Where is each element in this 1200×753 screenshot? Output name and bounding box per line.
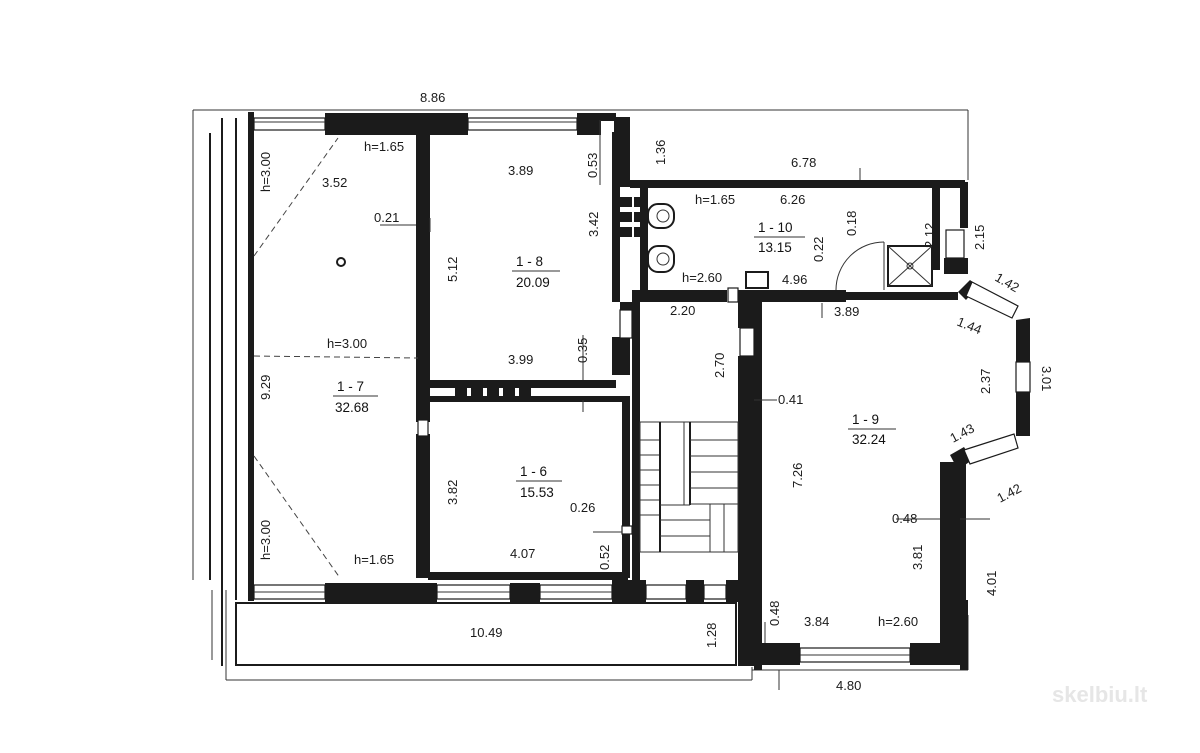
dimension-labels: 8.86 6.78 1.36 6.26 2.12 4.96 0.18 0.22 … bbox=[258, 90, 1054, 693]
dim-bay-mid: 2.37 bbox=[978, 369, 993, 394]
dim-r6-h: 3.82 bbox=[445, 480, 460, 505]
dim-bay-top: 1.42 bbox=[993, 270, 1022, 296]
dim-bath-off: 0.18 bbox=[844, 211, 859, 236]
dim-bay-diag2: 1.43 bbox=[947, 421, 976, 446]
dim-bay-bot: 1.42 bbox=[994, 481, 1023, 506]
dim-r6-gap2: 0.52 bbox=[597, 545, 612, 570]
dim-r8-top: 3.89 bbox=[508, 163, 533, 178]
dim-bath-in: 4.96 bbox=[782, 272, 807, 287]
height-r7-bot: h=1.65 bbox=[354, 552, 394, 567]
window-wall-1-7 bbox=[417, 419, 429, 437]
dim-r9-h: 7.26 bbox=[790, 463, 805, 488]
staircase bbox=[639, 421, 739, 553]
dim-top-total: 8.86 bbox=[420, 90, 445, 105]
walls bbox=[248, 112, 1030, 670]
dim-r9-low: 3.81 bbox=[910, 545, 925, 570]
dim-r9-top: 3.89 bbox=[834, 304, 859, 319]
window-east bbox=[945, 229, 965, 259]
height-bath: h=1.65 bbox=[695, 192, 735, 207]
dim-r7-diag: 3.52 bbox=[322, 175, 347, 190]
washbasin-icon bbox=[745, 271, 769, 289]
room-id-1-8: 1 - 8 bbox=[516, 254, 543, 269]
dim-wall-gap: 0.21 bbox=[374, 210, 399, 225]
room-id-1-9: 1 - 9 bbox=[852, 412, 879, 427]
height-r7-top: h=1.65 bbox=[364, 139, 404, 154]
dimension-lines bbox=[380, 120, 990, 643]
room-area-1-10: 13.15 bbox=[758, 240, 792, 255]
window-stair2 bbox=[703, 584, 727, 600]
dim-bath-w: 6.26 bbox=[780, 192, 805, 207]
sink-icon bbox=[647, 245, 675, 273]
room-area-1-7: 32.68 bbox=[335, 400, 369, 415]
window-stair bbox=[645, 584, 687, 600]
dim-r6-gap: 0.26 bbox=[570, 500, 595, 515]
height-bath-low: h=2.60 bbox=[682, 270, 722, 285]
roof-slope-lines bbox=[253, 137, 419, 579]
dim-r7-h: 9.29 bbox=[258, 375, 273, 400]
height-r7-side-top: h=3.00 bbox=[258, 152, 273, 192]
room-id-1-7: 1 - 7 bbox=[337, 379, 364, 394]
dim-r8-h: 5.12 bbox=[445, 257, 460, 282]
dim-corridor-w: 6.78 bbox=[791, 155, 816, 170]
room-area-1-9: 32.24 bbox=[852, 432, 886, 447]
window-wall-1-8 bbox=[619, 309, 633, 339]
height-r7-mid: h=3.00 bbox=[327, 336, 367, 351]
dim-bottom-right: 4.80 bbox=[836, 678, 861, 693]
window-stair-right bbox=[739, 327, 755, 357]
dim-r9-gap3: 0.48 bbox=[767, 601, 782, 626]
dim-door-off: 0.22 bbox=[811, 237, 826, 262]
window-wall-1-6 bbox=[621, 525, 633, 535]
window-top-left bbox=[253, 117, 326, 131]
dim-bath-h: 2.12 bbox=[922, 223, 937, 248]
bathroom-fixtures bbox=[647, 203, 933, 291]
window-bay-mid bbox=[1015, 361, 1031, 393]
dim-bottom-depth: 1.28 bbox=[704, 623, 719, 648]
window-bay-top bbox=[965, 281, 1019, 319]
window-top-mid bbox=[467, 117, 578, 131]
dim-east-low: 4.01 bbox=[984, 571, 999, 596]
room-id-1-10: 1 - 10 bbox=[758, 220, 793, 235]
dim-stair-h: 2.70 bbox=[712, 353, 727, 378]
dim-r8-gap-bot: 0.35 bbox=[575, 338, 590, 363]
height-r7-side-bot: h=3.00 bbox=[258, 520, 273, 560]
dim-stair-w: 2.20 bbox=[670, 303, 695, 318]
dim-east-h: 2.15 bbox=[972, 225, 987, 250]
dim-corridor-h: 1.36 bbox=[653, 140, 668, 165]
window-bay-bot bbox=[963, 433, 1019, 465]
height-r9: h=2.60 bbox=[878, 614, 918, 629]
dim-r8-bot: 3.99 bbox=[508, 352, 533, 367]
shower-icon bbox=[887, 245, 933, 287]
dim-r8-gap-top: 0.53 bbox=[585, 153, 600, 178]
dim-r8-right: 3.42 bbox=[586, 212, 601, 237]
window-bath bbox=[727, 287, 739, 303]
room-area-1-8: 20.09 bbox=[516, 275, 550, 290]
dim-bay-total: 3.01 bbox=[1039, 366, 1054, 391]
dim-bay-diag1: 1.44 bbox=[955, 314, 984, 337]
room-labels: 1 - 7 32.68 1 - 8 20.09 1 - 10 13.15 1 -… bbox=[333, 220, 896, 500]
dim-r6-bot: 4.07 bbox=[510, 546, 535, 561]
windows bbox=[253, 117, 1031, 663]
dim-r9-gap: 0.41 bbox=[778, 392, 803, 407]
dim-bottom-total: 10.49 bbox=[470, 625, 503, 640]
dim-r9-gap2: 0.48 bbox=[892, 511, 917, 526]
watermark: skelbiu.lt bbox=[1052, 682, 1148, 707]
vent-shafts bbox=[455, 197, 646, 396]
toilet-icon bbox=[647, 203, 675, 229]
room-area-1-6: 15.53 bbox=[520, 485, 554, 500]
chimney-marker-icon bbox=[336, 257, 346, 267]
dim-r9-bot: 3.84 bbox=[804, 614, 829, 629]
height-labels: h=1.65 h=3.00 h=3.00 h=3.00 h=1.65 h=1.6… bbox=[258, 139, 918, 629]
room-id-1-6: 1 - 6 bbox=[520, 464, 547, 479]
